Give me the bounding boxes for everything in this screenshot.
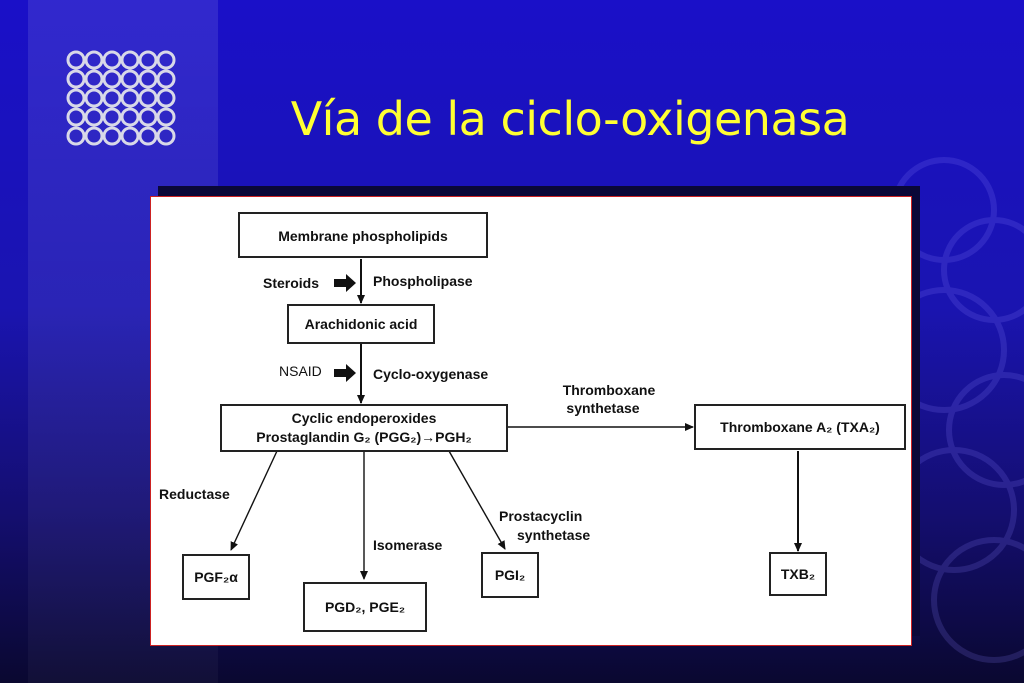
label-thromboxane-synthetase-2: synthetase — [566, 400, 639, 416]
node-arachidonic-acid: Arachidonic acid — [287, 304, 435, 344]
label-prostacyclin-1: Prostacyclin — [499, 508, 582, 524]
diagram-panel: Membrane phospholipids Arachidonic acid … — [150, 196, 912, 646]
node-pgi-label: PGI₂ — [495, 567, 525, 583]
node-membrane-phospholipids: Membrane phospholipids — [238, 212, 488, 258]
grid-of-circles-logo-icon — [66, 50, 176, 146]
node-pgf2a: PGF₂α — [182, 554, 250, 600]
nsaid-block-arrow — [334, 364, 356, 382]
node-txb2: TXB₂ — [769, 552, 827, 596]
label-prostacyclin-2: synthetase — [517, 527, 590, 543]
label-phospholipase: Phospholipase — [373, 273, 473, 289]
slide-title: Vía de la ciclo-oxigenasa — [290, 92, 850, 146]
node-pgf-label: PGF₂α — [194, 569, 238, 585]
edge-endoperoxides-to-pgf — [230, 450, 278, 551]
node-pgi2: PGI₂ — [481, 552, 539, 598]
label-reductase: Reductase — [159, 486, 230, 502]
node-membrane-label: Membrane phospholipids — [278, 228, 448, 244]
node-endoperoxides-label-1: Cyclic endoperoxides — [292, 410, 437, 426]
label-nsaid: NSAID — [279, 363, 322, 379]
steroids-block-arrow — [334, 274, 356, 292]
label-cyclo-oxygenase: Cyclo-oxygenase — [373, 366, 488, 382]
node-endoperoxides-label-2: Prostaglandin G₂ (PGG₂)→PGH₂ — [256, 429, 471, 445]
label-steroids: Steroids — [263, 275, 319, 291]
node-pgd2-pge2: PGD₂, PGE₂ — [303, 582, 427, 632]
node-arachidonic-label: Arachidonic acid — [305, 316, 418, 332]
node-cyclic-endoperoxides: Cyclic endoperoxides Prostaglandin G₂ (P… — [220, 404, 508, 452]
edge-endoperoxides-to-pgi — [448, 450, 506, 550]
node-pgd-label: PGD₂, PGE₂ — [325, 599, 405, 615]
label-isomerase: Isomerase — [373, 537, 442, 553]
cyclooxygenase-pathway-diagram: Membrane phospholipids Arachidonic acid … — [159, 212, 906, 632]
node-thromboxane-label: Thromboxane A₂ (TXA₂) — [720, 419, 880, 435]
label-thromboxane-synthetase-1: Thromboxane — [563, 382, 656, 398]
node-txb-label: TXB₂ — [781, 566, 815, 582]
node-thromboxane-a2: Thromboxane A₂ (TXA₂) — [694, 404, 906, 450]
